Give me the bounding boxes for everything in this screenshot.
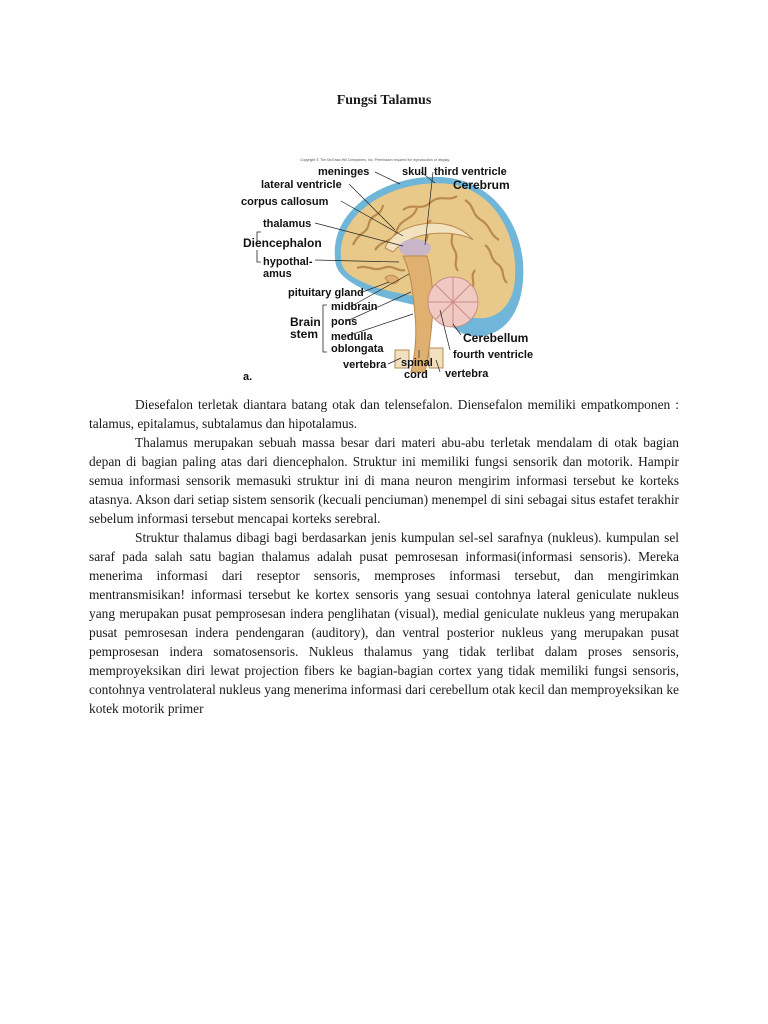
- label-brain-stem-1: Brain: [290, 315, 321, 329]
- vertebra-right-shape: [428, 347, 444, 369]
- paragraph-2: Thalamus merupakan sebuah massa besar da…: [89, 435, 679, 526]
- vertebra-left-shape: [394, 349, 410, 369]
- corpus-callosum-shape: [384, 222, 474, 253]
- thalamus-shape: [399, 239, 431, 257]
- figure-copyright: Copyright © The McGraw-Hill Companies, I…: [300, 158, 450, 162]
- label-meninges: meninges: [318, 166, 369, 178]
- label-medulla-2: oblongata: [331, 343, 384, 355]
- cerebellum-folia: [428, 277, 478, 327]
- label-medulla-1: medulla: [331, 331, 373, 343]
- brain-anatomy-figure: Copyright © The McGraw-Hill Companies, I…: [235, 150, 535, 385]
- brain-diagram: Copyright © The McGraw-Hill Companies, I…: [241, 158, 533, 383]
- label-spinal-cord-2: cord: [404, 369, 428, 381]
- label-corpus-callosum: corpus callosum: [241, 196, 329, 208]
- paragraph-1: Diesefalon terletak diantara batang otak…: [89, 397, 679, 431]
- label-cerebrum: Cerebrum: [453, 178, 510, 192]
- leader-lines: [314, 171, 462, 373]
- paragraph-3: Struktur thalamus dibagi bagi berdasarka…: [89, 530, 679, 716]
- label-vertebra-right: vertebra: [445, 368, 489, 380]
- label-cerebellum: Cerebellum: [463, 331, 528, 345]
- label-spinal-cord-1: spinal: [401, 357, 433, 369]
- label-lateral-ventricle: lateral ventricle: [261, 179, 342, 191]
- label-third-ventricle: third ventricle: [434, 166, 507, 178]
- label-hypothalamus-1: hypothal-: [263, 256, 313, 268]
- label-thalamus: thalamus: [263, 218, 311, 230]
- body-text: Diesefalon terletak diantara batang otak…: [89, 395, 679, 718]
- label-brain-stem-2: stem: [290, 327, 318, 341]
- label-diencephalon: Diencephalon: [243, 236, 322, 250]
- label-brackets: [256, 231, 327, 353]
- figure-panel-letter: a.: [243, 371, 252, 383]
- label-vertebra-left: vertebra: [343, 359, 387, 371]
- label-pituitary-gland: pituitary gland: [288, 287, 364, 299]
- page-title: Fungsi Talamus: [336, 93, 432, 108]
- label-hypothalamus-2: amus: [263, 268, 292, 280]
- label-fourth-ventricle: fourth ventricle: [453, 349, 533, 361]
- label-pons: pons: [331, 316, 357, 328]
- label-midbrain: midbrain: [331, 301, 378, 313]
- label-skull: skull: [402, 166, 427, 178]
